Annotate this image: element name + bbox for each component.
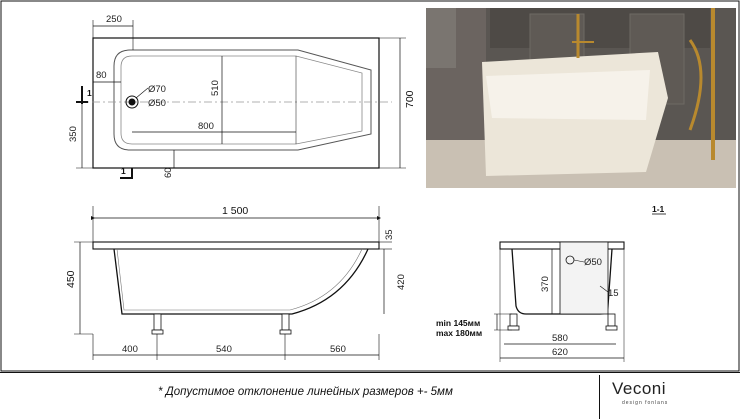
plan-bowl-inner: [120, 55, 363, 145]
dim-15: 15: [608, 288, 619, 299]
dim-60: 60: [163, 167, 174, 178]
technical-drawing: 250 80 Ø70 Ø50 510 800 350 60 700 1 1: [0, 0, 740, 372]
plan-outline: [92, 37, 380, 169]
dim-1500: 1 500: [222, 205, 248, 217]
dim-35: 35: [384, 229, 395, 240]
side-rim: [92, 241, 380, 250]
dim-450: 450: [65, 270, 77, 288]
dim-d50: Ø50: [148, 98, 166, 109]
tolerance-note: * Допустимое отклонение линейных размеро…: [158, 386, 453, 398]
dim-370: 370: [540, 276, 551, 292]
drain-circle-outer: [125, 95, 139, 109]
leg-right: [279, 313, 292, 335]
dim-80: 80: [96, 70, 107, 81]
dim-d70: Ø70: [148, 84, 166, 95]
section-dim-d50: Ø50: [584, 257, 602, 268]
sheet-frame: [0, 0, 740, 372]
dim-560: 560: [330, 344, 346, 355]
plan-view: 250 80 Ø70 Ø50 510 800 350 60 700 1 1: [68, 14, 416, 179]
footer: * Допустимое отклонение линейных размеро…: [0, 372, 740, 419]
footer-separator: [599, 375, 600, 419]
dim-800: 800: [198, 121, 214, 132]
dim-580: 580: [552, 333, 568, 344]
section-mark-bottom: 1: [121, 166, 126, 176]
brand-tagline: design fonlans: [622, 400, 669, 406]
dim-420: 420: [396, 274, 407, 290]
dim-620: 620: [552, 347, 568, 358]
leg-max-label: max 180мм: [436, 328, 482, 338]
drain-circle-inner: [128, 98, 136, 106]
dim-540: 540: [216, 344, 232, 355]
dim-400: 400: [122, 344, 138, 355]
side-view: 1 500 35 450 420 400 540: [65, 205, 407, 360]
bathroom-photo: [426, 8, 736, 188]
section-title: 1-1: [652, 204, 665, 214]
leg-left: [151, 313, 164, 335]
dim-510: 510: [210, 80, 221, 96]
dim-250: 250: [106, 14, 122, 25]
brand-logo: Veconi: [612, 379, 667, 398]
dim-350: 350: [68, 126, 79, 142]
section-mark-top: 1: [87, 88, 92, 98]
leg-min-label: min 145мм: [436, 318, 480, 328]
section-view: 1-1 Ø50 370 15 min 145мм max 180мм 580 6…: [436, 204, 666, 362]
plan-bowl-outer: [113, 49, 372, 151]
dim-700: 700: [404, 90, 416, 108]
section-wall-cut: [559, 241, 609, 315]
side-body: [113, 248, 369, 315]
